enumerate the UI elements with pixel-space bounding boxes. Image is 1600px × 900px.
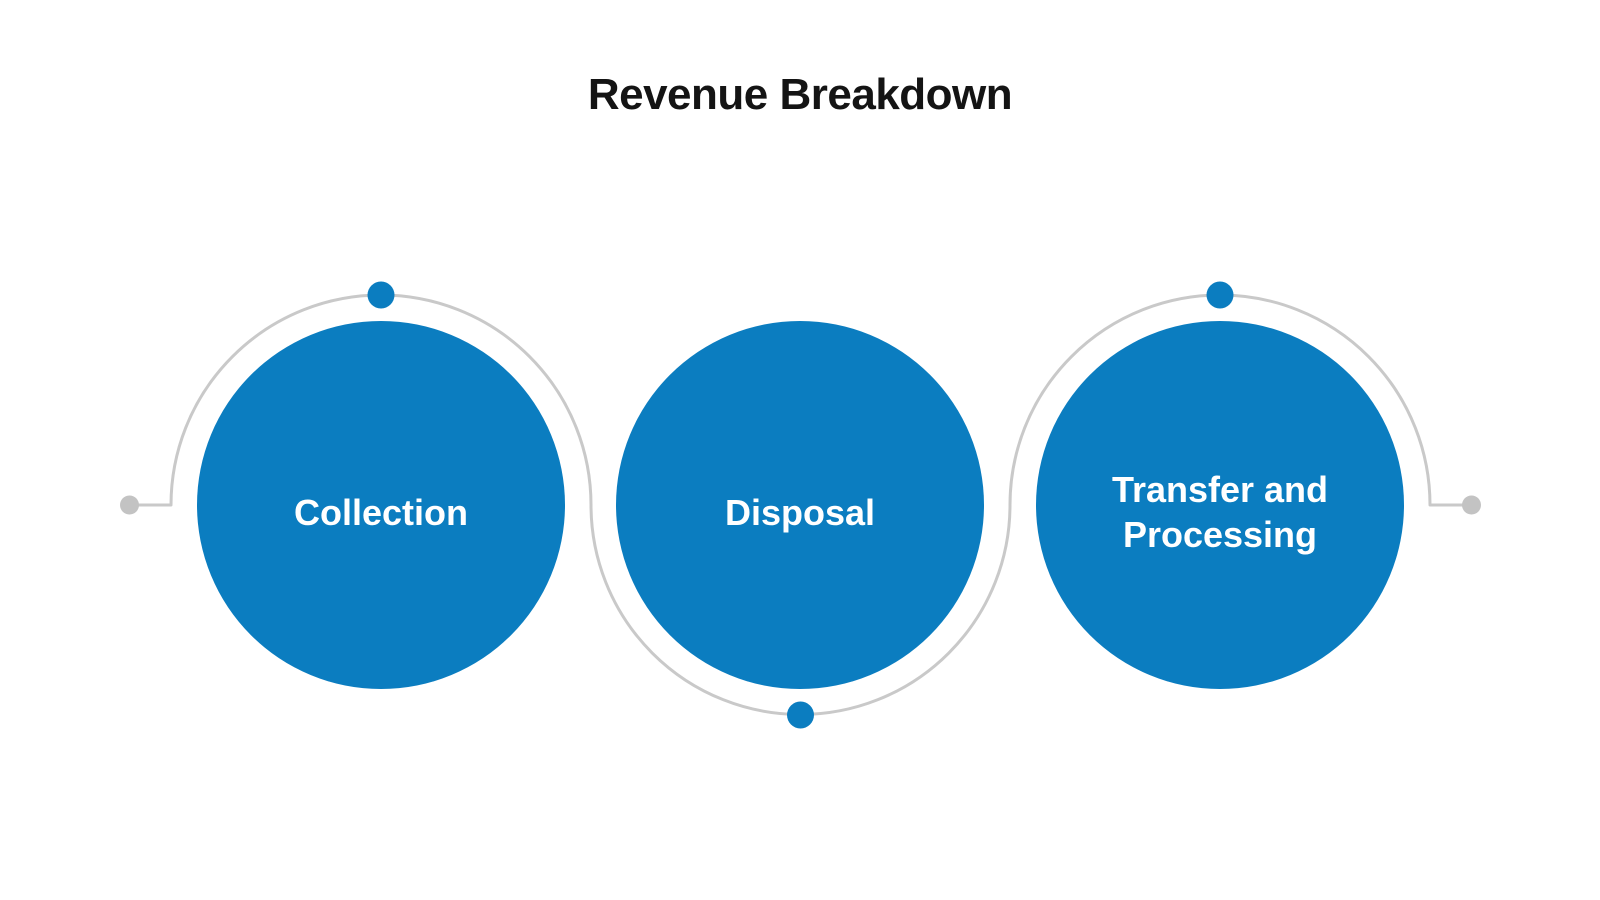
node-3-marker-dot <box>1206 281 1234 309</box>
node-circle-2: Disposal <box>616 321 984 689</box>
node-2-marker-dot <box>787 701 814 729</box>
node-circle-3: Transfer and Processing <box>1036 321 1404 689</box>
node-circle-1: Collection <box>197 321 565 689</box>
diagram-title: Revenue Breakdown <box>587 70 1013 119</box>
node-1-marker-dot <box>367 281 395 309</box>
node-label: Transfer and Processing <box>1111 469 1329 555</box>
left-terminal-dot <box>120 495 139 515</box>
node-label: Collection <box>293 491 468 533</box>
node-label: Disposal <box>724 491 876 533</box>
right-terminal-dot <box>1462 495 1481 515</box>
